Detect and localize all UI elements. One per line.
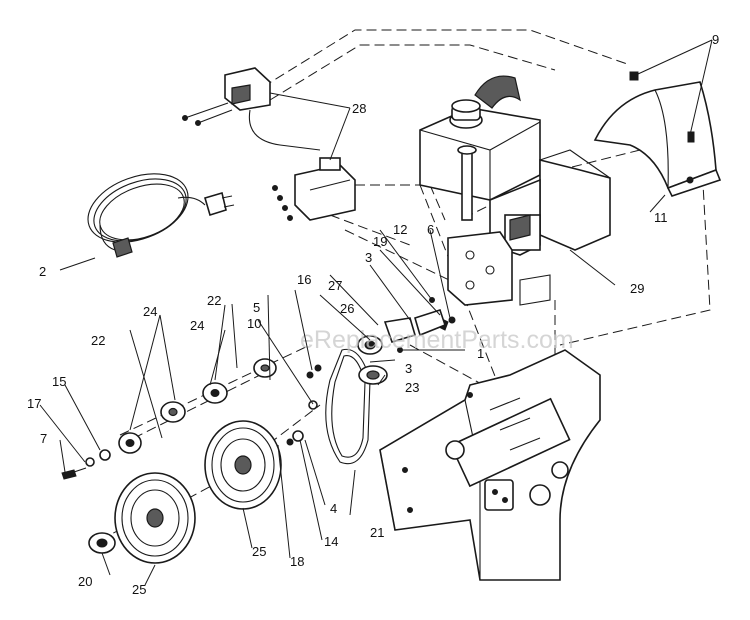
callout-28: 28 [352, 101, 366, 116]
callout-10: 10 [247, 316, 261, 331]
pulley-set-right [202, 382, 282, 510]
callout-25-left: 25 [132, 582, 146, 597]
watermark-text: eReplacementParts.com [300, 326, 574, 354]
callout-21: 21 [370, 525, 384, 540]
callout-27: 27 [328, 278, 342, 293]
callout-22-left: 22 [91, 333, 105, 348]
callout-9: 9 [712, 32, 719, 47]
callout-7: 7 [40, 431, 47, 446]
hub-20 [88, 532, 116, 554]
callout-24-left: 24 [143, 304, 157, 319]
electric-starter-assembly [182, 67, 356, 221]
callout-19: 19 [373, 234, 387, 249]
callout-16: 16 [297, 272, 311, 287]
callout-6: 6 [427, 222, 434, 237]
callout-1: 1 [477, 346, 484, 361]
callout-20: 20 [78, 574, 92, 589]
callout-5: 5 [253, 300, 260, 315]
pulley-set-left [114, 401, 196, 564]
callout-29: 29 [630, 281, 644, 296]
hardware-group [61, 358, 322, 480]
callout-14: 14 [324, 534, 338, 549]
callout-25-right: 25 [252, 544, 266, 559]
callout-labels: 2 28 9 11 29 3 19 12 6 16 27 26 22 5 10 … [27, 32, 719, 597]
callout-11: 11 [654, 210, 668, 225]
power-cord [87, 173, 235, 258]
callout-24-right: 24 [190, 318, 204, 333]
drive-belt [325, 348, 371, 465]
engine-pulley-group [357, 297, 456, 385]
callout-2: 2 [39, 264, 46, 279]
callout-15: 15 [52, 374, 66, 389]
callout-3-top: 3 [365, 250, 372, 265]
frame-housing [379, 349, 601, 581]
callout-17: 17 [27, 396, 41, 411]
callout-18: 18 [290, 554, 304, 569]
callout-26: 26 [340, 301, 354, 316]
callout-4: 4 [330, 501, 337, 516]
callout-12: 12 [393, 222, 407, 237]
engine-assembly [419, 75, 611, 331]
shroud-cover [593, 71, 722, 197]
leader-lines [39, 39, 713, 586]
callout-23: 23 [405, 380, 419, 395]
callout-22-upper: 22 [207, 293, 221, 308]
callout-3-lower: 3 [405, 361, 412, 376]
